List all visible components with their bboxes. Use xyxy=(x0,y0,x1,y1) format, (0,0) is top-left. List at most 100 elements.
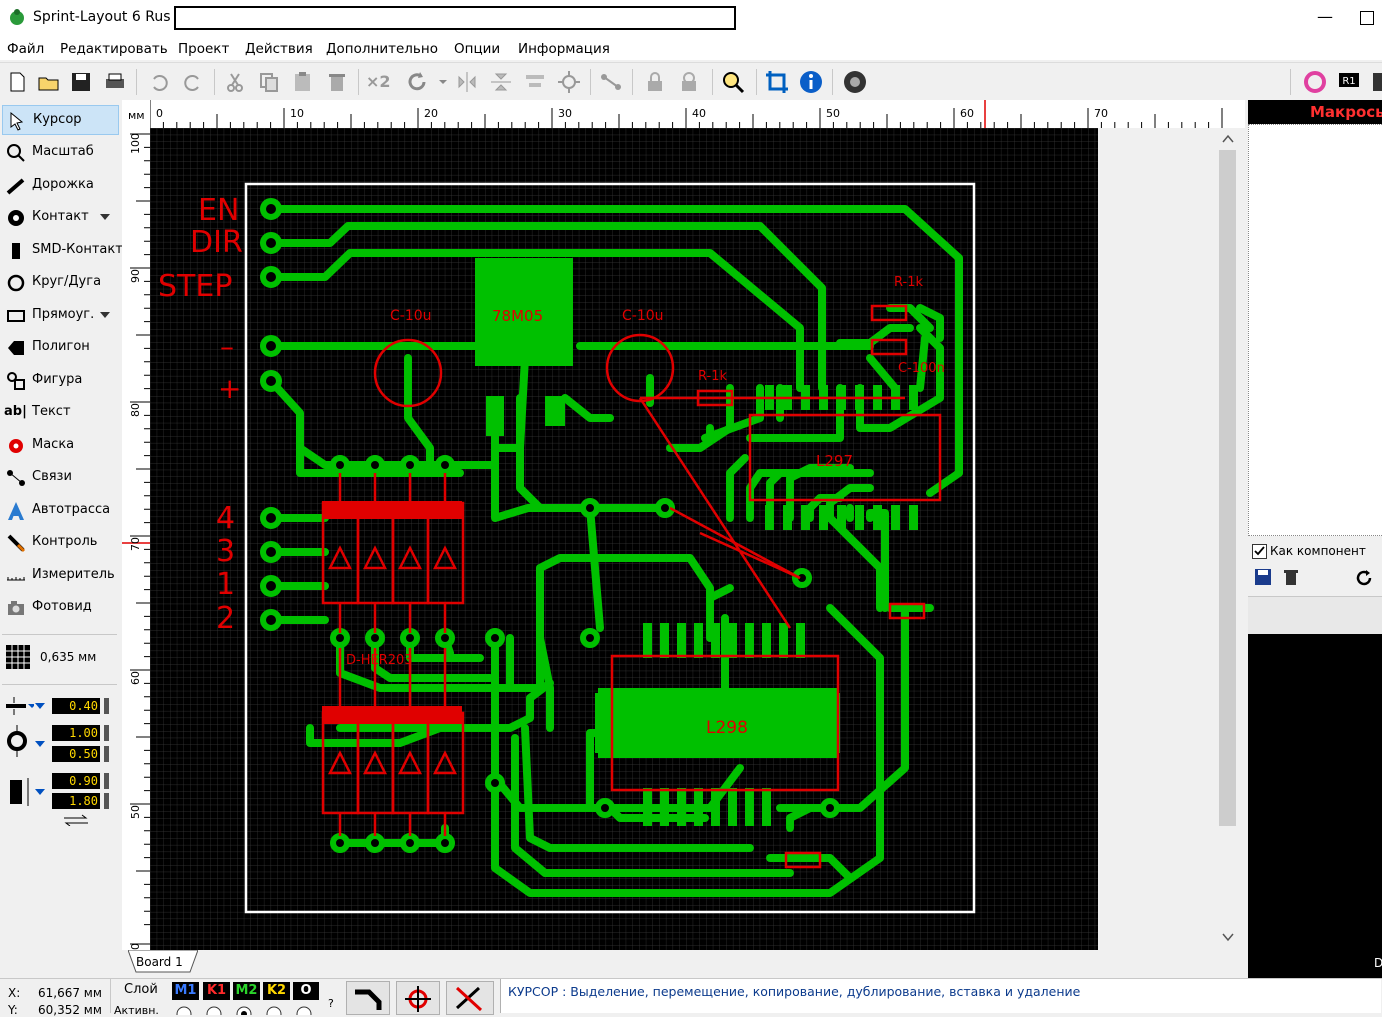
open-button[interactable] xyxy=(36,69,62,95)
label-r2: R-1k xyxy=(894,275,923,290)
info-button[interactable] xyxy=(798,69,824,95)
no-connection-icon xyxy=(455,986,483,1012)
layer-o[interactable]: O xyxy=(293,982,319,1000)
snap-button[interactable] xyxy=(396,981,440,1015)
layer-radio-buttons[interactable] xyxy=(174,1005,324,1015)
tool-label: Маска xyxy=(32,437,75,452)
tool-photoview[interactable]: Фотовид xyxy=(2,593,117,621)
regulator-78m05[interactable] xyxy=(475,258,573,366)
help-question[interactable]: ? xyxy=(328,997,334,1010)
menu-project[interactable]: Проект xyxy=(178,41,230,57)
tool-mask[interactable]: Маска xyxy=(2,431,117,459)
trash-icon[interactable] xyxy=(1282,568,1300,586)
unlock-button[interactable] xyxy=(676,69,702,95)
new-file-button[interactable] xyxy=(4,69,30,95)
refresh-icon[interactable] xyxy=(1354,568,1374,588)
layer-k1[interactable]: K1 xyxy=(203,982,230,1000)
tool-pad[interactable]: Контакт xyxy=(2,203,117,231)
tool-circle[interactable]: Круг/Дуга xyxy=(2,268,117,296)
tool-zoom[interactable]: Масштаб xyxy=(2,138,117,166)
chevron-down-icon[interactable] xyxy=(35,788,45,796)
title-bar: Sprint-Layout 6 Rus - — xyxy=(0,0,1382,36)
layer-m2[interactable]: M2 xyxy=(233,982,260,1000)
tool-label: Контакт xyxy=(32,209,89,224)
tool-text[interactable]: ab| Текст xyxy=(2,398,117,426)
maximize-button[interactable] xyxy=(1352,4,1382,30)
scrollbar-thumb[interactable] xyxy=(1219,150,1236,826)
grid-selector[interactable]: 0,635 мм xyxy=(4,644,116,672)
tool-smd-pad[interactable]: SMD-Контакт xyxy=(2,236,123,264)
tool-cursor[interactable]: Курсор xyxy=(2,105,119,135)
redo-button[interactable] xyxy=(180,69,206,95)
paste-button[interactable] xyxy=(290,69,316,95)
rotate-dropdown[interactable] xyxy=(430,69,447,95)
tool-polygon[interactable]: Полигон xyxy=(2,333,117,361)
y-coordinate: 60,352 мм xyxy=(38,1003,102,1017)
route-mode-button[interactable] xyxy=(346,981,390,1015)
chevron-down-icon[interactable] xyxy=(35,702,45,710)
menu-file[interactable]: Файл xyxy=(7,41,45,57)
pad-outer-input[interactable]: 1.00 xyxy=(52,725,100,741)
tool-autoroute[interactable]: Автотрасса xyxy=(2,496,117,524)
menu-edit[interactable]: Редактировать xyxy=(60,41,168,57)
zoom-button[interactable] xyxy=(720,69,746,95)
spin-button[interactable] xyxy=(104,746,109,762)
chevron-down-icon[interactable] xyxy=(100,311,110,319)
menu-actions[interactable]: Действия xyxy=(245,41,313,57)
mirror-h-button[interactable] xyxy=(454,69,480,95)
menu-options[interactable]: Опции xyxy=(454,41,501,57)
mirror-v-button[interactable] xyxy=(488,69,514,95)
tool-shape[interactable]: Фигура xyxy=(2,366,117,394)
tool-connections[interactable]: Связи xyxy=(2,463,117,491)
layer-k2[interactable]: K2 xyxy=(263,982,290,1000)
as-component-checkbox[interactable]: Как компонент xyxy=(1252,543,1382,563)
layer-m1[interactable]: M1 xyxy=(172,982,199,1000)
macros-list[interactable] xyxy=(1248,124,1382,536)
track-width-input[interactable]: 0.40 xyxy=(52,698,100,714)
smd-height-input[interactable]: 1.80 xyxy=(52,793,100,809)
spin-button[interactable] xyxy=(104,698,109,714)
rotate-button[interactable] xyxy=(404,69,430,95)
tool-measure[interactable]: Измеритель xyxy=(2,561,117,589)
connections-button[interactable] xyxy=(598,69,624,95)
lock-button[interactable] xyxy=(642,69,668,95)
cut-button[interactable] xyxy=(222,69,248,95)
group-button[interactable] xyxy=(556,69,582,95)
smd-width-input[interactable]: 0.90 xyxy=(52,773,100,789)
tab-board-1[interactable]: Board 1 xyxy=(136,955,183,969)
chevron-down-icon[interactable] xyxy=(1222,932,1234,942)
chevron-up-icon[interactable] xyxy=(1222,134,1234,144)
duplicate-x2-button[interactable]: ×2 xyxy=(366,72,391,91)
spin-button[interactable] xyxy=(104,793,109,809)
swap-icon[interactable] xyxy=(62,814,90,826)
tool-track[interactable]: Дорожка xyxy=(2,171,117,199)
track-width-icon[interactable] xyxy=(4,696,34,716)
drc-off-button[interactable] xyxy=(446,981,494,1015)
chevron-down-icon[interactable] xyxy=(100,213,110,221)
save-macro-icon[interactable] xyxy=(1254,568,1272,586)
crop-button[interactable] xyxy=(764,69,790,95)
tool-control[interactable]: Контроль xyxy=(2,528,117,556)
copy-button[interactable] xyxy=(256,69,282,95)
minimize-button[interactable]: — xyxy=(1310,4,1340,30)
chevron-down-icon[interactable] xyxy=(35,740,45,748)
pad-size-icon[interactable] xyxy=(4,724,34,760)
spin-button[interactable] xyxy=(104,773,109,789)
spin-button[interactable] xyxy=(104,725,109,741)
delete-button[interactable] xyxy=(324,69,350,95)
tool-rectangle[interactable]: Прямоуг. xyxy=(2,301,117,329)
crosshair-icon xyxy=(405,986,431,1012)
print-button[interactable] xyxy=(102,69,128,95)
macro-gear-button[interactable] xyxy=(842,69,868,95)
pad-inner-input[interactable]: 0.50 xyxy=(52,746,100,762)
component-button[interactable] xyxy=(1366,69,1382,95)
menu-info[interactable]: Информация xyxy=(518,41,610,57)
menu-extra[interactable]: Дополнительно xyxy=(326,41,438,57)
align-button[interactable] xyxy=(522,69,548,95)
undo-button[interactable] xyxy=(146,69,172,95)
smd-size-icon[interactable] xyxy=(4,774,34,810)
save-button[interactable] xyxy=(68,69,94,95)
pcb-canvas[interactable]: EN DIR STEP – + 4 3 1 2 78M05 C-10u C-10… xyxy=(150,128,1098,950)
via-button[interactable] xyxy=(1302,69,1328,95)
r1-button[interactable]: R1 xyxy=(1336,69,1362,95)
